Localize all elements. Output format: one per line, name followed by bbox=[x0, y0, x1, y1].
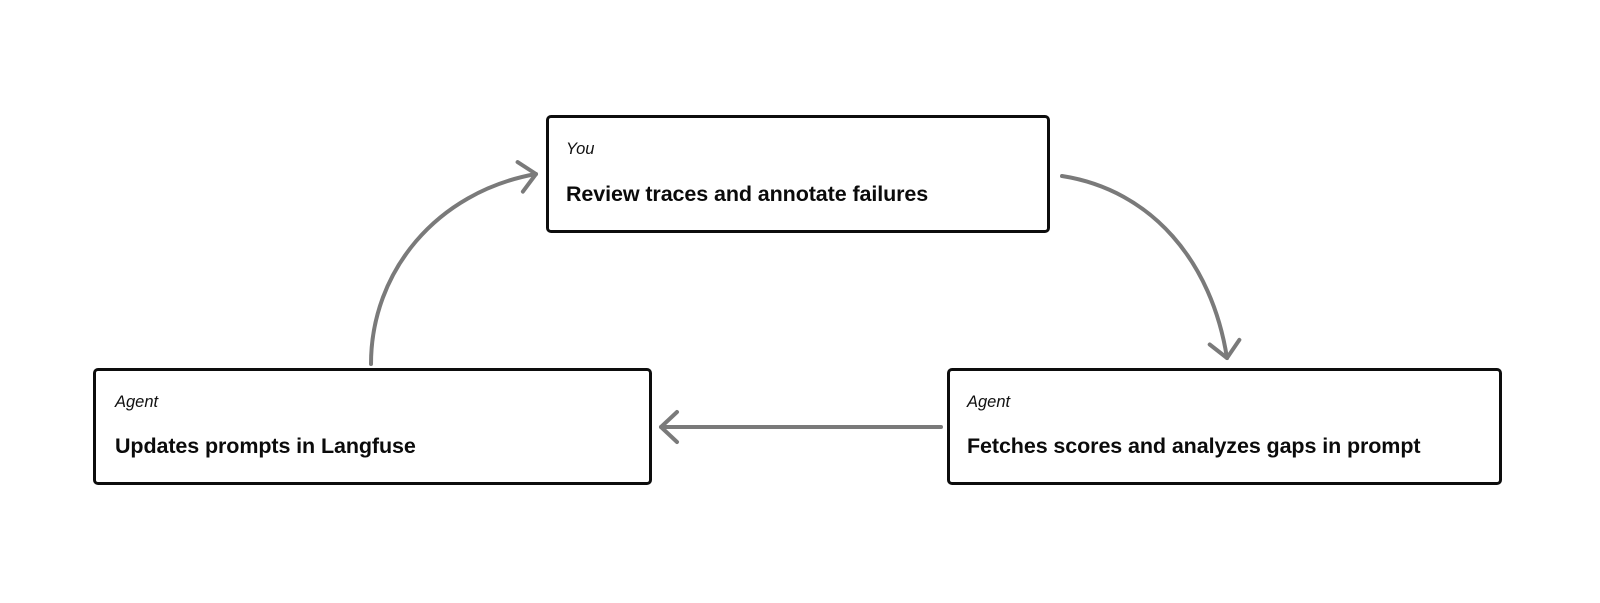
node-task-text: Updates prompts in Langfuse bbox=[115, 434, 416, 459]
node-review-traces: You Review traces and annotate failures bbox=[546, 115, 1050, 233]
arrow-review-to-fetch bbox=[1060, 174, 1242, 360]
node-update-prompts: Agent Updates prompts in Langfuse bbox=[93, 368, 652, 485]
node-actor-label: You bbox=[566, 140, 595, 158]
node-fetch-scores: Agent Fetches scores and analyzes gaps i… bbox=[947, 368, 1502, 485]
node-actor-label: Agent bbox=[115, 393, 159, 411]
node-task-text: Review traces and annotate failures bbox=[566, 182, 929, 207]
node-actor-label: Agent bbox=[967, 393, 1011, 411]
node-task-text: Fetches scores and analyzes gaps in prom… bbox=[967, 434, 1421, 459]
arrow-update-to-review bbox=[369, 160, 538, 366]
